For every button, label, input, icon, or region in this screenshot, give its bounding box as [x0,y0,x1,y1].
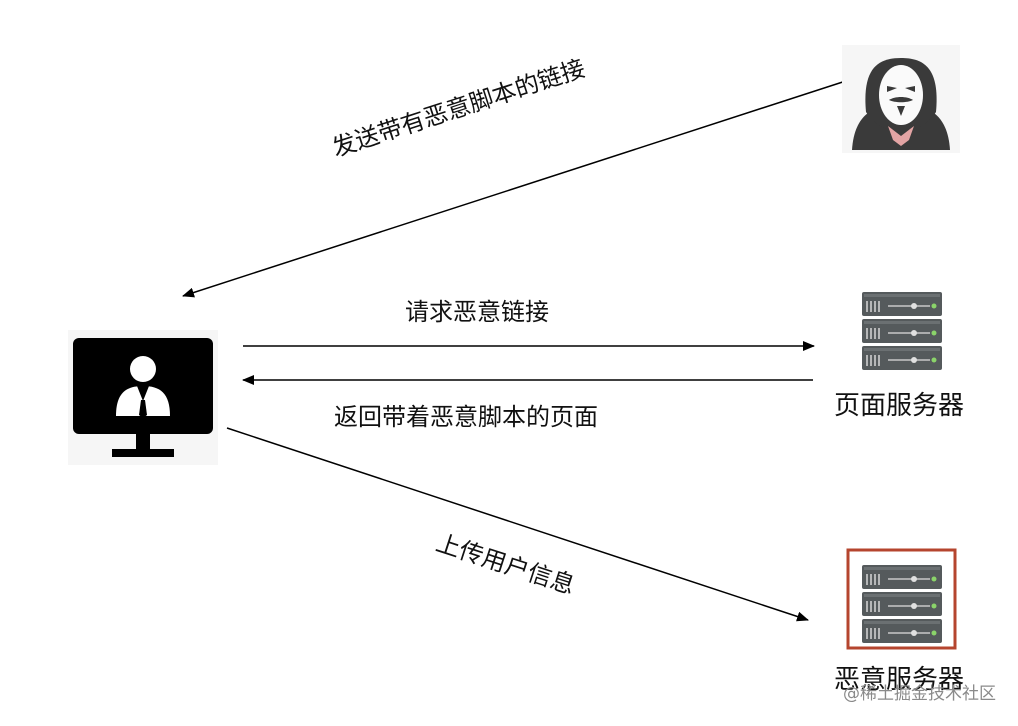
label-page-server: 页面服务器 [834,391,965,421]
label-request-link: 请求恶意链接 [405,298,549,326]
watermark: @稀土掘金技术社区 [843,684,996,704]
hacker-icon [842,45,960,153]
label-return-page: 返回带着恶意脚本的页面 [334,403,598,431]
user-computer-icon [68,330,218,465]
page-server-icon [861,291,943,371]
label-malicious-server: 恶意服务器 [834,665,965,695]
highlight-box [846,548,957,650]
arrow-send-link [182,77,856,298]
malicious-server-icon [846,548,957,650]
arrow-upload-info [226,427,809,622]
